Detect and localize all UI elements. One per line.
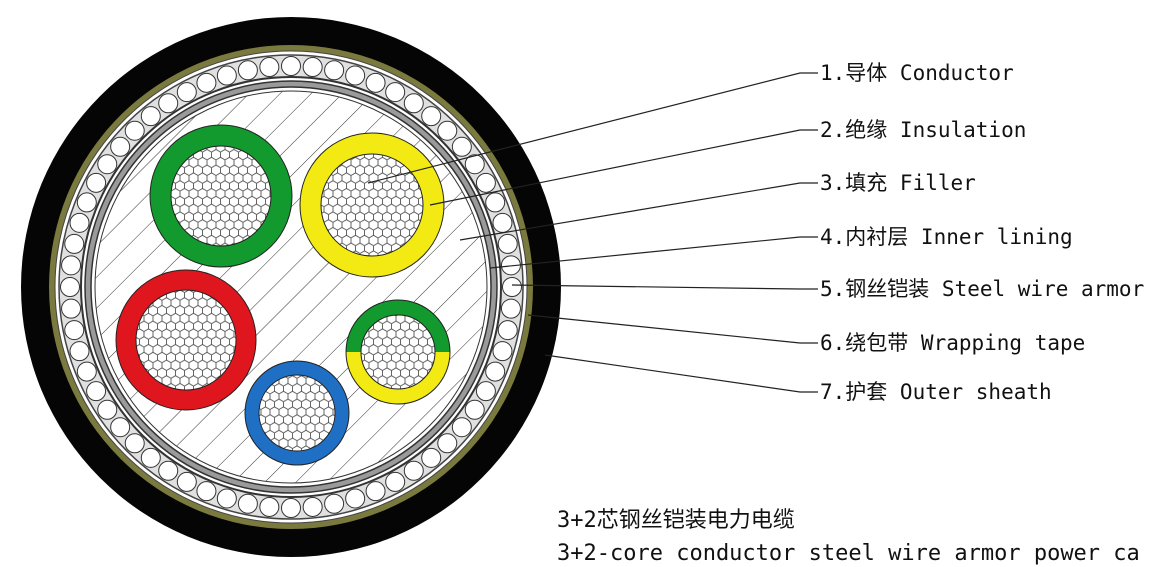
armor-wire: [421, 106, 442, 127]
armor-wire: [64, 233, 85, 254]
armor-wire: [237, 60, 258, 81]
label-inner-lining: 4.内衬层 Inner lining: [820, 225, 1073, 249]
leader-filler: [459, 182, 818, 241]
armor-wire: [437, 433, 458, 454]
leader-outer-sheath: [544, 354, 818, 393]
armor-wire: [86, 381, 107, 402]
armor-wire: [464, 154, 485, 175]
armor-wire: [110, 136, 131, 157]
armor-wire: [196, 72, 217, 93]
armor-wire: [61, 255, 82, 276]
armor-wire: [403, 93, 424, 114]
armor-wire: [196, 481, 217, 502]
armor-wire: [216, 488, 237, 509]
conductor: [135, 289, 237, 391]
armor-wire: [216, 65, 237, 86]
core-green-yellow: [345, 299, 451, 405]
armor-wire: [69, 341, 90, 362]
armor-wire: [497, 320, 518, 341]
conductor: [170, 145, 272, 247]
label-conductor: 1.导体 Conductor: [820, 61, 1014, 85]
armor-wire: [64, 320, 85, 341]
armor-wire: [140, 447, 161, 468]
armor-wire: [403, 460, 424, 481]
insulation-outline: [345, 299, 451, 405]
armor-wire: [464, 399, 485, 420]
armor-wire: [475, 381, 496, 402]
conductor: [360, 314, 436, 390]
leader-wrapping-tape: [527, 314, 818, 344]
label-wrapping-tape: 6.绕包带 Wrapping tape: [820, 331, 1085, 355]
armor-wire: [497, 233, 518, 254]
armor-wire: [302, 57, 323, 78]
leader-conductor: [367, 72, 818, 184]
label-insulation: 2.绝缘 Insulation: [820, 118, 1026, 142]
steel-wire-armor: [60, 56, 522, 518]
armor-wire: [281, 56, 301, 76]
armor-wire: [237, 493, 258, 514]
core-red: [115, 269, 257, 411]
armor-wire: [365, 72, 386, 93]
armor-wire: [324, 60, 345, 81]
armor-wire: [485, 192, 506, 213]
armor-wire: [158, 460, 179, 481]
leader-lines: [367, 72, 818, 393]
leader-inner-lining: [489, 236, 818, 269]
armor-wire: [437, 120, 458, 141]
armor-wire: [76, 361, 97, 382]
armor-wire: [110, 417, 131, 438]
armor-wire: [176, 82, 197, 103]
conductor: [258, 374, 336, 452]
armor-wire: [97, 154, 118, 175]
leader-steel-wire-armor: [511, 284, 818, 290]
armor-wire: [385, 471, 406, 492]
caption-english: 3+2-core conductor steel wire armor powe…: [557, 541, 1140, 566]
armor-wire: [259, 57, 280, 78]
armor-wire: [69, 212, 90, 233]
armor-wire: [451, 417, 472, 438]
armor-wire: [176, 471, 197, 492]
core-blue: [244, 360, 350, 466]
armor-wire: [475, 172, 496, 193]
label-steel-wire-armor: 5.钢丝铠装 Steel wire armor: [820, 277, 1144, 301]
armor-wire: [124, 433, 145, 454]
armor-wire: [76, 192, 97, 213]
leader-insulation: [429, 129, 818, 206]
armor-wire: [485, 361, 506, 382]
label-outer-sheath: 7.护套 Outer sheath: [820, 380, 1052, 404]
armor-wire: [421, 447, 442, 468]
armor-wire: [500, 298, 521, 319]
armor-wire: [86, 172, 107, 193]
armor-wire: [97, 399, 118, 420]
armor-wire: [259, 496, 280, 517]
armor-wire: [61, 298, 82, 319]
armor-wire: [124, 120, 145, 141]
armor-wire: [345, 65, 366, 86]
armor-wire: [385, 82, 406, 103]
armor-wire: [502, 277, 522, 297]
armor-wire: [60, 277, 80, 297]
armor-wire: [451, 136, 472, 157]
caption-chinese: 3+2芯钢丝铠装电力电缆: [557, 508, 795, 533]
armor-wire: [365, 481, 386, 502]
armor-wire: [281, 498, 301, 518]
label-filler: 3.填充 Filler: [820, 171, 976, 195]
armor-wire: [324, 493, 345, 514]
armor-wire: [158, 93, 179, 114]
conductor: [320, 153, 424, 257]
armor-wire: [492, 341, 513, 362]
armor-wire: [345, 488, 366, 509]
armor-wire: [140, 106, 161, 127]
armor-wire: [492, 212, 513, 233]
core-green: [149, 124, 293, 268]
armor-wire: [302, 496, 323, 517]
core-yellow: [299, 132, 445, 278]
